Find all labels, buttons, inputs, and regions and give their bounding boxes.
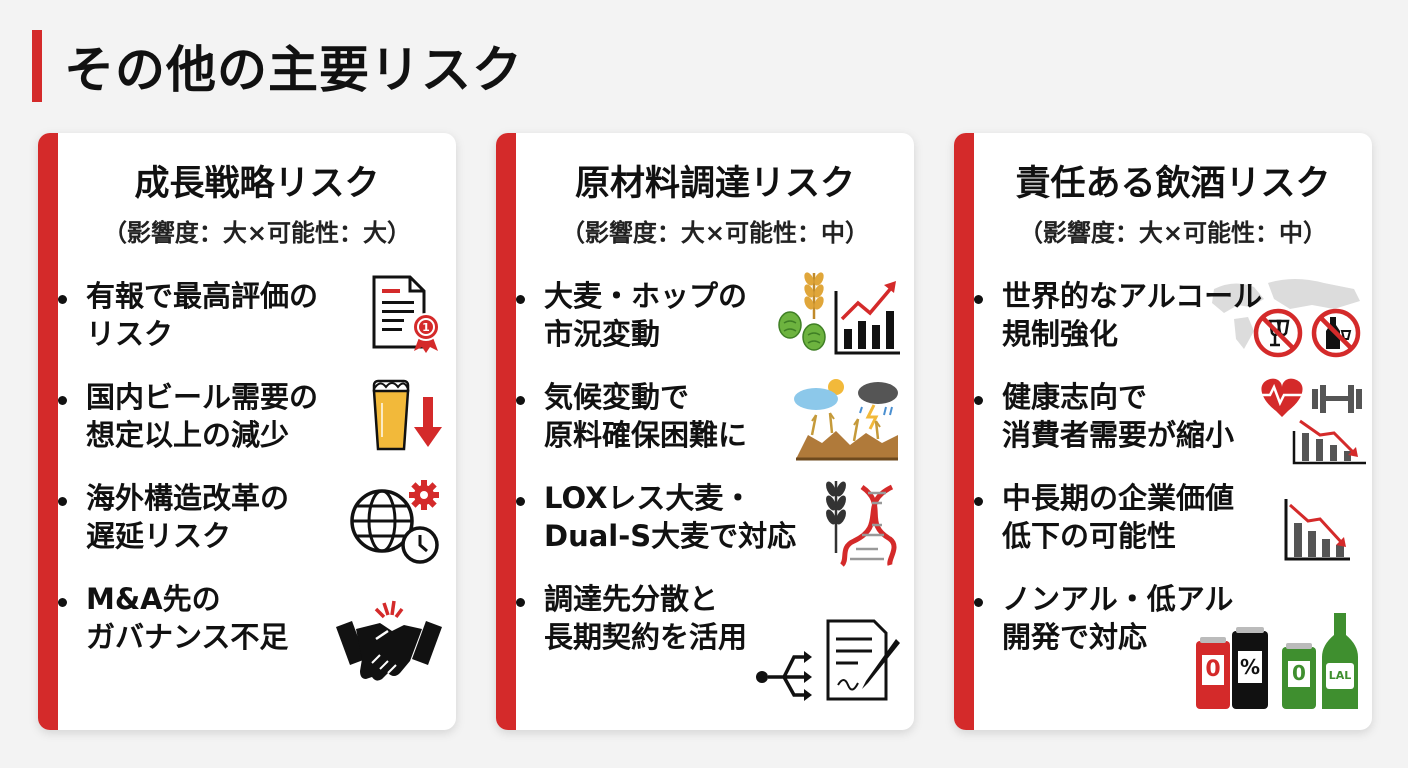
card-subtitle: （影響度：大×可能性：大）: [102, 219, 412, 247]
list-item-text: 大麦・ホップの 市況変動: [544, 279, 748, 351]
can-label: 0: [1205, 657, 1221, 682]
list-item-text: 国内ビール需要の 想定以上の減少: [86, 380, 319, 452]
bullet-dot: [516, 295, 525, 304]
card-accent: [496, 133, 516, 730]
declining-chart-icon: [1284, 499, 1350, 561]
barley-hops-chart-icon: [778, 272, 900, 355]
list-item-text: 海外構造改革の 遅延リスク: [86, 481, 290, 553]
card-accent: [38, 133, 58, 730]
bullet-dot: [974, 396, 983, 405]
can-label: %: [1239, 655, 1261, 679]
bullet-dot: [974, 598, 983, 607]
document-award-icon: 1: [372, 275, 440, 353]
bullet-dot: [58, 598, 67, 607]
svg-text:1: 1: [422, 321, 430, 334]
contract-distribution-icon: [756, 619, 900, 701]
bottle-label: LAL: [1328, 669, 1352, 682]
can-label: 0: [1292, 661, 1306, 685]
card-responsible-drinking: 責任ある飲酒リスク （影響度：大×可能性：中） 世界的なアルコール 規制強化 健…: [954, 133, 1372, 730]
card-subtitle: （影響度：大×可能性：中）: [1018, 219, 1328, 247]
bullet-dot: [974, 295, 983, 304]
no-alcohol-world-icon: [1253, 308, 1361, 358]
world-map-icon: [1212, 279, 1360, 349]
list-item-text: 調達先分散と 長期契約を活用: [544, 582, 748, 654]
bullet-dot: [516, 396, 525, 405]
health-decline-icon: [1258, 378, 1366, 465]
weather-crop-icon: [794, 379, 898, 461]
list-item-text: M&A先の ガバナンス不足: [86, 582, 289, 654]
card-subtitle: （影響度：大×可能性：中）: [560, 219, 870, 247]
bullet-dot: [58, 396, 67, 405]
list-item-text: LOXレス大麦・ Dual-S大麦で対応: [544, 481, 797, 553]
bullet-dot: [974, 497, 983, 506]
non-alcohol-cans-icon: 0 % 0 LAL: [1196, 611, 1368, 711]
card-title: 成長戦略リスク: [134, 164, 380, 204]
barley-dna-icon: [826, 481, 897, 567]
broken-handshake-icon: [336, 600, 442, 681]
card-accent: [954, 133, 974, 730]
bullet-dot: [58, 497, 67, 506]
bullet-dot: [516, 497, 525, 506]
card-growth-strategy: 成長戦略リスク （影響度：大×可能性：大） 有報で最高評価の リスク 1 国内ビ…: [38, 133, 456, 730]
list-item-text: 世界的なアルコール 規制強化: [1002, 279, 1263, 351]
page-title: その他の主要リスク: [64, 41, 523, 99]
card-raw-material: 原材料調達リスク （影響度：大×可能性：中） 大麦・ホップの 市況変動 気候変動…: [496, 133, 914, 730]
list-item-text: ノンアル・低アル 開発で対応: [1002, 582, 1234, 654]
list-item-text: 中長期の企業価値 低下の可能性: [1002, 481, 1235, 553]
card-title: 責任ある飲酒リスク: [1015, 164, 1331, 204]
list-item-text: 健康志向で 消費者需要が縮小: [1002, 380, 1235, 452]
card-title: 原材料調達リスク: [574, 164, 855, 204]
globe-gear-clock-icon: [350, 480, 439, 564]
list-item-text: 気候変動で 原料確保困難に: [544, 380, 748, 452]
bullet-dot: [58, 295, 67, 304]
beer-decline-icon: [372, 379, 442, 451]
title-accent-bar: [32, 30, 42, 102]
bullet-dot: [516, 598, 525, 607]
list-item-text: 有報で最高評価の リスク: [86, 279, 319, 351]
